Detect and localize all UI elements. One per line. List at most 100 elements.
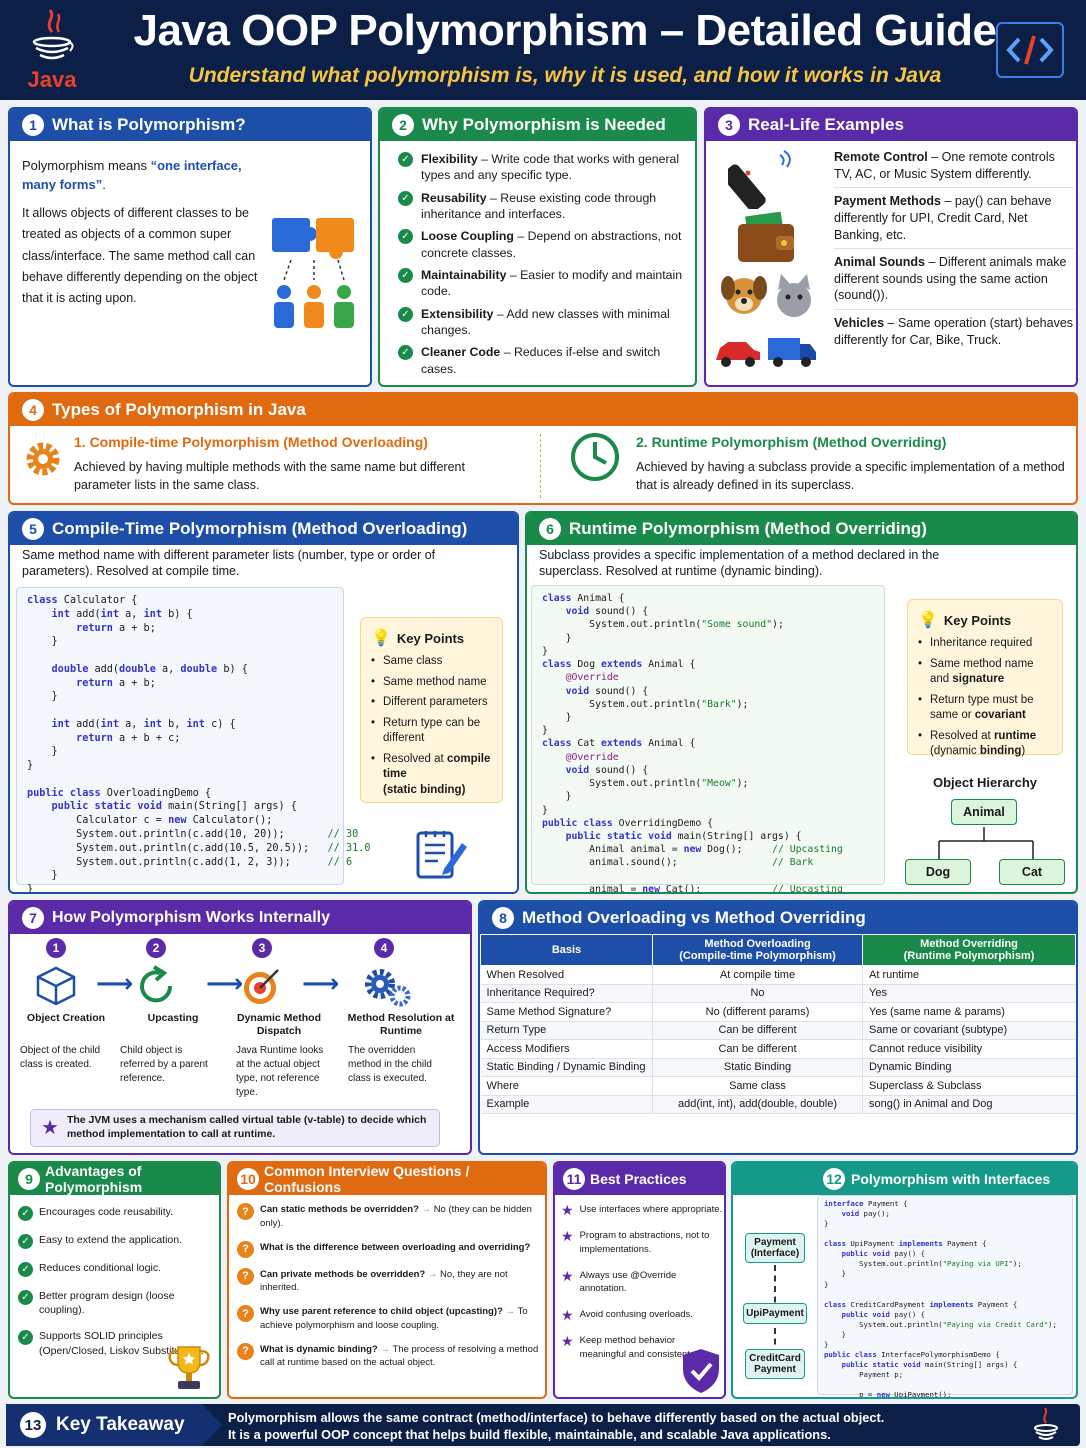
check-icon: ✓ <box>398 152 413 167</box>
interview-question: ?What is dynamic binding? → The process … <box>237 1342 543 1371</box>
coffee-cup-icon <box>32 9 74 60</box>
section-number: 3 <box>718 114 740 136</box>
target-icon <box>240 964 284 1013</box>
check-icon: ✓ <box>398 306 413 322</box>
need-item: ✓Maintainability – Easier to modify and … <box>398 267 688 300</box>
header-overloading: Method Overloading(Compile-time Polymorp… <box>652 934 863 966</box>
coffee-cup-icon <box>1034 1407 1058 1440</box>
check-icon: ✓ <box>398 345 413 361</box>
header: Java Java OOP Polymorphism – Detailed Gu… <box>0 0 1086 100</box>
step-text: Child object is referred by a parent ref… <box>120 1045 208 1084</box>
overloading-desc: Same method name with different paramete… <box>22 548 436 579</box>
check-icon: ✓ <box>398 190 413 206</box>
section-number: 1 <box>22 114 44 136</box>
step-title: Object Creation <box>26 1012 106 1024</box>
star-icon: ★ <box>561 1228 574 1244</box>
example-item: Remote Control – One remote controls TV,… <box>834 149 1074 189</box>
key-point: Return type must be same or covariant <box>918 693 1052 724</box>
gears-icon <box>362 964 412 1013</box>
node-upi-payment: UpiPayment <box>743 1303 807 1324</box>
key-takeaway-text: Polymorphism allows the same contract (m… <box>228 1410 885 1443</box>
gear-icon <box>20 436 66 487</box>
needs-list: ✓Flexibility – Write code that works wit… <box>398 151 688 383</box>
question-icon: ? <box>237 1240 254 1258</box>
section-number: 9 <box>18 1168 40 1190</box>
key-point: Same method name <box>371 675 492 691</box>
step-text: The overridden method in the child class… <box>348 1045 432 1084</box>
interview-question: ?Can private methods be overridden? → No… <box>237 1267 543 1296</box>
section-number: 11 <box>563 1168 585 1190</box>
section-title: Polymorphism with Interfaces <box>851 1171 1051 1187</box>
cell-overloading: Can be different <box>652 1021 863 1040</box>
key-point: Resolved at runtime (dynamic binding) <box>918 729 1052 760</box>
cell-basis: Return Type <box>480 1021 653 1040</box>
best-practice-item: ★Avoid confusing overloads. <box>561 1307 693 1324</box>
cell-overloading: No (different params) <box>652 1002 863 1022</box>
types-divider <box>540 434 541 498</box>
step-number: 3 <box>252 938 272 958</box>
notepad-pencil-icon <box>414 827 468 886</box>
java-logo: Java <box>22 6 82 94</box>
key-takeaway-label: 13 Key Takeaway <box>6 1404 222 1446</box>
star-icon: ★ <box>561 1307 574 1324</box>
check-icon: ✓ <box>18 1290 33 1305</box>
advantage-item: ✓Encourages code reusability. <box>18 1205 218 1221</box>
cell-overloading: Can be different <box>652 1039 863 1059</box>
section-number: 7 <box>22 907 44 929</box>
example-item: Payment Methods – pay() can behave diffe… <box>834 193 1074 250</box>
runtime-title: 2. Runtime Polymorphism (Method Overridi… <box>636 434 947 450</box>
node-creditcard-payment: CreditCard Payment <box>745 1349 805 1379</box>
header-basis: Basis <box>480 934 653 966</box>
key-point: Same class <box>371 654 492 670</box>
cell-overloading: At compile time <box>652 965 863 985</box>
description: It allows objects of different classes t… <box>22 206 258 305</box>
star-icon: ★ <box>561 1202 574 1218</box>
box-icon <box>34 964 78 1013</box>
cell-overriding: Yes <box>862 984 1076 1003</box>
step-number: 4 <box>374 938 394 958</box>
best-practice-item: ★Keep method behavior meaningful and con… <box>561 1333 693 1360</box>
lightbulb-icon: 💡 <box>918 612 938 629</box>
cell-overloading: add(int, int), add(double, double) <box>652 1095 863 1114</box>
overriding-code: class Animal { void sound() { System.out… <box>531 585 885 892</box>
hierarchy-connectors <box>938 827 1034 861</box>
key-point: Inheritance required <box>918 636 1052 652</box>
java-logo-small <box>1028 1406 1064 1448</box>
examples-list: Remote Control – One remote controls TV,… <box>834 149 1074 358</box>
cell-basis: Where <box>480 1076 653 1096</box>
node-payment-interface: Payment (Interface) <box>745 1233 805 1263</box>
cell-overloading: No <box>652 984 863 1003</box>
advantage-item: ✓Reduces conditional logic. <box>18 1261 218 1277</box>
lightbulb-icon: 💡 <box>371 630 391 647</box>
interview-question: ?Can static methods be overridden? → No … <box>237 1203 543 1231</box>
question-icon: ? <box>237 1267 254 1285</box>
need-item: ✓Extensibility – Add new classes with mi… <box>398 306 688 339</box>
check-icon: ✓ <box>18 1234 33 1249</box>
arrow-right-icon: ⟶ <box>96 968 134 998</box>
best-practice-item: ★Always use @Override annotation. <box>561 1267 677 1295</box>
compile-time-text: Achieved by having multiple methods with… <box>74 460 465 493</box>
key-point: Return type can be different <box>371 716 492 747</box>
hierarchy-animal: Animal <box>951 799 1017 825</box>
star-icon: ★ <box>561 1333 574 1350</box>
puzzle-people-icon <box>266 214 362 344</box>
arrow-right-icon: → <box>377 1343 393 1355</box>
section-title: Advantages of Polymorphism <box>45 1163 143 1195</box>
page-title: Java OOP Polymorphism – Detailed Guide <box>133 6 997 55</box>
key-point: Different parameters <box>371 695 492 711</box>
overriding-key-points: 💡Key Points Inheritance required Same me… <box>907 599 1063 757</box>
interface-code: interface Payment { void pay(); } class … <box>817 1195 1073 1397</box>
trophy-icon <box>166 1343 212 1397</box>
overloading-code: class Calculator { int add(int a, int b)… <box>16 587 370 892</box>
section-number: 8 <box>492 907 514 929</box>
cell-basis: Access Modifiers <box>480 1039 653 1059</box>
comparison-table: Basis Method Overloading(Compile-time Po… <box>480 934 1076 1114</box>
